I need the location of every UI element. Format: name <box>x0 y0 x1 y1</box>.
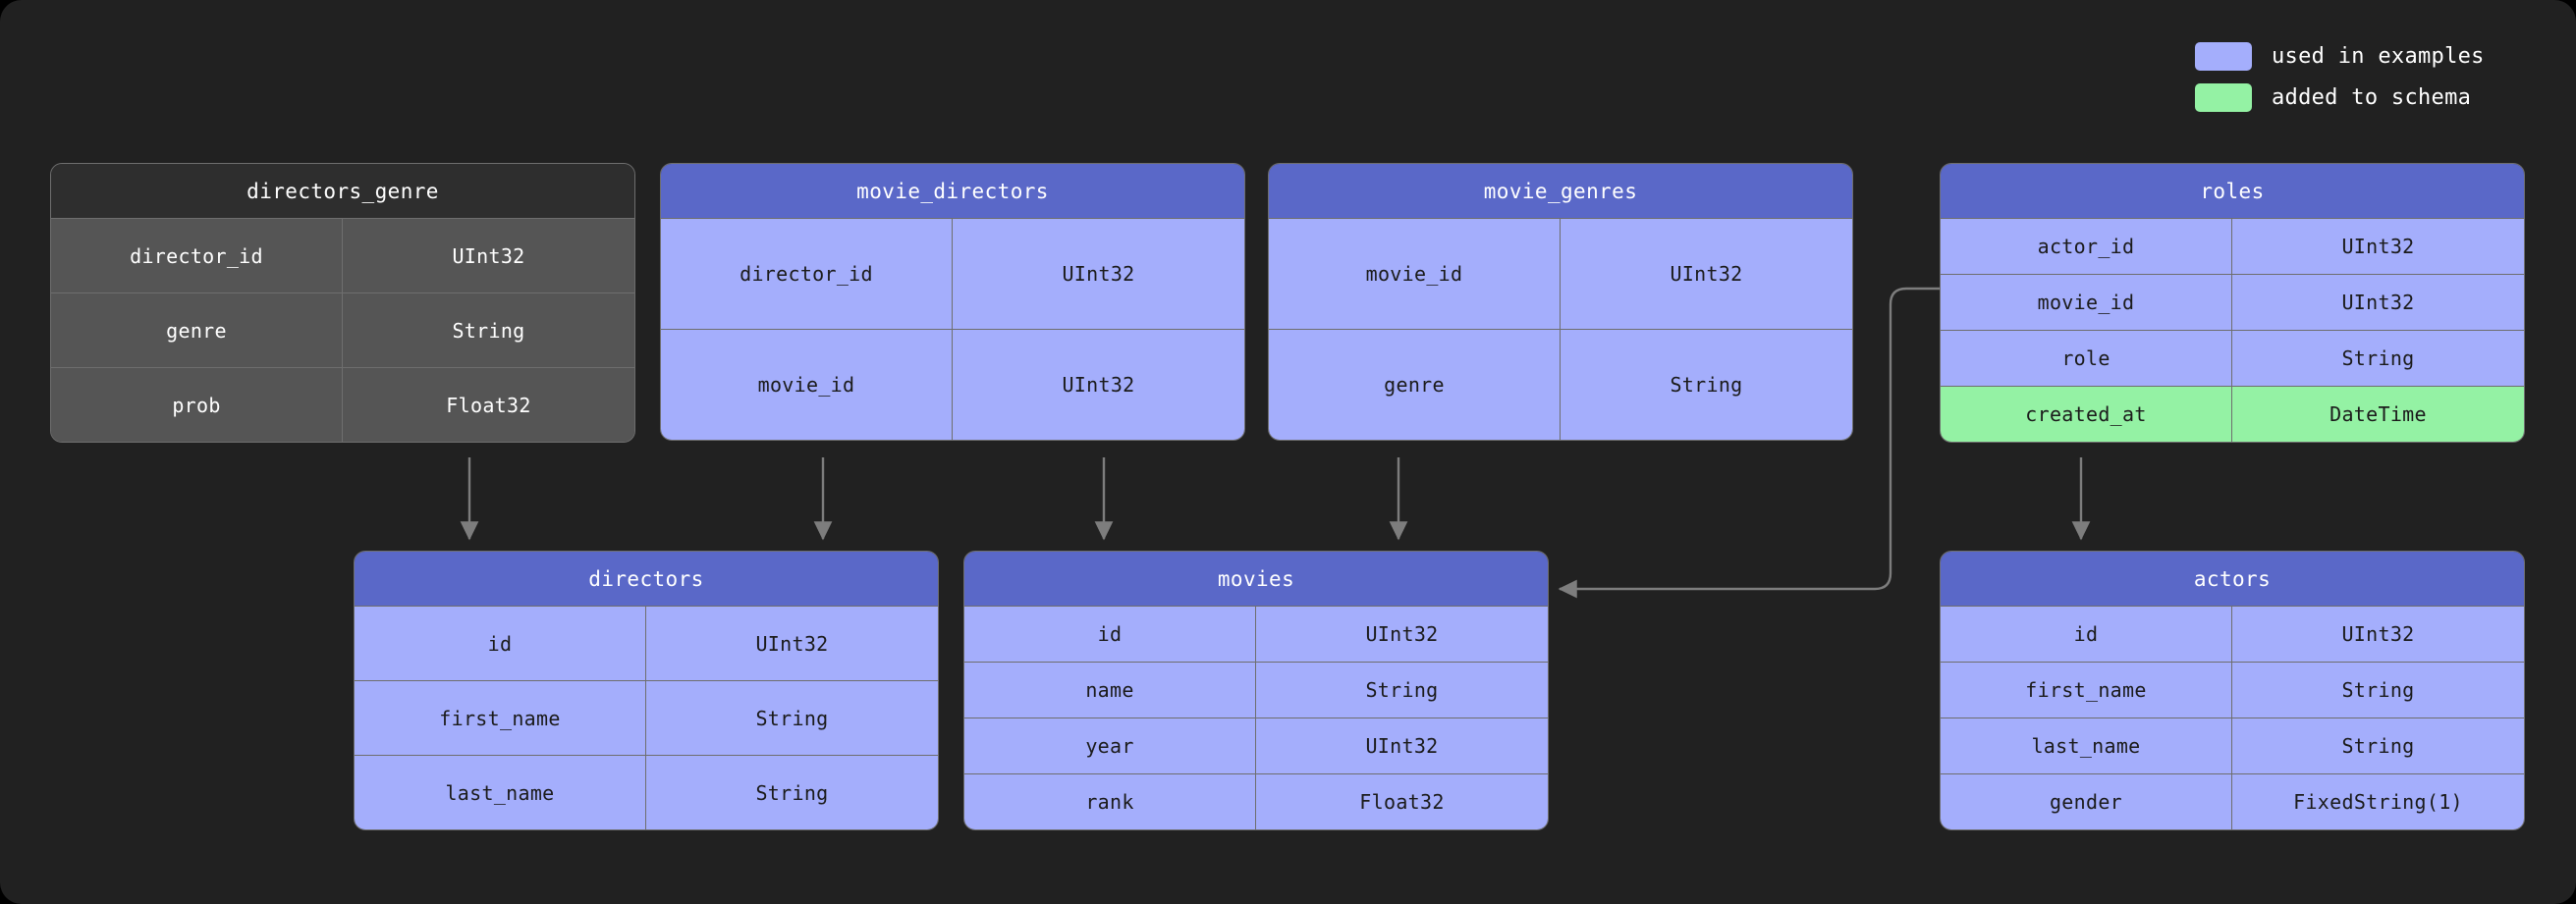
column-type: UInt32 <box>1670 262 1743 286</box>
column-type: String <box>2341 734 2415 758</box>
table-title-directors_genre: directors_genre <box>51 164 634 218</box>
legend-item-added-to-schema: added to schema <box>2195 83 2509 112</box>
table-directors[interactable]: directors id UInt32 first_name String la… <box>354 551 939 830</box>
table-row[interactable]: year UInt32 <box>964 718 1548 773</box>
column-name: movie_id <box>661 330 953 440</box>
column-type: FixedString(1) <box>2293 790 2463 814</box>
column-type: Float32 <box>1359 790 1445 814</box>
column-type: UInt32 <box>1365 734 1439 758</box>
column-type: UInt32 <box>1365 622 1439 646</box>
column-name: id <box>964 607 1256 662</box>
table-row[interactable]: gender FixedString(1) <box>1941 773 2524 829</box>
column-name: movie_id <box>1269 219 1561 329</box>
column-type: String <box>1670 373 1743 397</box>
column-type: UInt32 <box>2341 291 2415 314</box>
column-name: id <box>1941 607 2232 662</box>
column-type: String <box>2341 678 2415 702</box>
column-type: String <box>755 780 829 805</box>
column-name: genre <box>51 293 343 367</box>
table-row[interactable]: last_name String <box>1941 718 2524 773</box>
table-row[interactable]: id UInt32 <box>355 606 938 680</box>
column-name: name <box>964 663 1256 718</box>
table-title-actors: actors <box>1941 552 2524 606</box>
table-title-movie_genres: movie_genres <box>1269 164 1852 218</box>
column-name: actor_id <box>1941 219 2232 274</box>
legend-swatch-added-to-schema <box>2195 83 2252 112</box>
column-name: movie_id <box>1941 275 2232 330</box>
table-row[interactable]: movie_id UInt32 <box>661 329 1244 440</box>
legend: used in examples added to schema <box>2195 42 2509 112</box>
table-movie_directors[interactable]: movie_directors director_id UInt32 movie… <box>660 163 1245 441</box>
legend-item-used-in-examples: used in examples <box>2195 42 2509 71</box>
column-type: String <box>1365 678 1439 702</box>
column-type: String <box>755 706 829 730</box>
column-type: String <box>452 318 525 343</box>
column-name: last_name <box>355 756 646 829</box>
table-row[interactable]: id UInt32 <box>1941 606 2524 662</box>
column-type: DateTime <box>2329 402 2427 426</box>
column-name: director_id <box>51 219 343 292</box>
column-name: created_at <box>1941 387 2232 442</box>
column-type: UInt32 <box>2341 235 2415 258</box>
table-movie_genres[interactable]: movie_genres movie_id UInt32 genre Strin… <box>1268 163 1853 441</box>
table-title-movie_directors: movie_directors <box>661 164 1244 218</box>
column-type: UInt32 <box>2341 622 2415 646</box>
column-name: first_name <box>355 681 646 755</box>
table-actors[interactable]: actors id UInt32 first_name String last_… <box>1940 551 2525 830</box>
table-row[interactable]: genre String <box>51 292 634 367</box>
legend-swatch-used-in-examples <box>2195 42 2252 71</box>
table-row[interactable]: genre String <box>1269 329 1852 440</box>
table-title-movies: movies <box>964 552 1548 606</box>
column-type: UInt32 <box>452 243 525 268</box>
table-title-directors: directors <box>355 552 938 606</box>
column-type: String <box>2341 346 2415 370</box>
table-row-added[interactable]: created_at DateTime <box>1941 386 2524 442</box>
table-title-roles: roles <box>1941 164 2524 218</box>
column-type: UInt32 <box>755 631 829 656</box>
column-name: id <box>355 607 646 680</box>
table-row[interactable]: movie_id UInt32 <box>1269 218 1852 329</box>
table-movies[interactable]: movies id UInt32 name String year UInt32… <box>963 551 1549 830</box>
table-row[interactable]: actor_id UInt32 <box>1941 218 2524 274</box>
table-row[interactable]: rank Float32 <box>964 773 1548 829</box>
table-row[interactable]: director_id UInt32 <box>51 218 634 292</box>
legend-label-used-in-examples: used in examples <box>2272 44 2485 69</box>
column-name: genre <box>1269 330 1561 440</box>
table-row[interactable]: role String <box>1941 330 2524 386</box>
column-name: director_id <box>661 219 953 329</box>
table-row[interactable]: movie_id UInt32 <box>1941 274 2524 330</box>
legend-label-added-to-schema: added to schema <box>2272 85 2472 110</box>
table-row[interactable]: name String <box>964 662 1548 718</box>
table-row[interactable]: last_name String <box>355 755 938 829</box>
table-row[interactable]: first_name String <box>355 680 938 755</box>
column-name: prob <box>51 368 343 442</box>
column-name: rank <box>964 774 1256 829</box>
column-name: last_name <box>1941 718 2232 773</box>
table-roles[interactable]: roles actor_id UInt32 movie_id UInt32 ro… <box>1940 163 2525 443</box>
table-row[interactable]: first_name String <box>1941 662 2524 718</box>
column-name: role <box>1941 331 2232 386</box>
column-type: Float32 <box>446 393 531 417</box>
column-name: gender <box>1941 774 2232 829</box>
column-type: UInt32 <box>1062 262 1135 286</box>
column-name: first_name <box>1941 663 2232 718</box>
column-name: year <box>964 718 1256 773</box>
column-type: UInt32 <box>1062 373 1135 397</box>
table-row[interactable]: id UInt32 <box>964 606 1548 662</box>
table-row[interactable]: director_id UInt32 <box>661 218 1244 329</box>
table-directors_genre[interactable]: directors_genre director_id UInt32 genre… <box>50 163 635 443</box>
table-row[interactable]: prob Float32 <box>51 367 634 442</box>
